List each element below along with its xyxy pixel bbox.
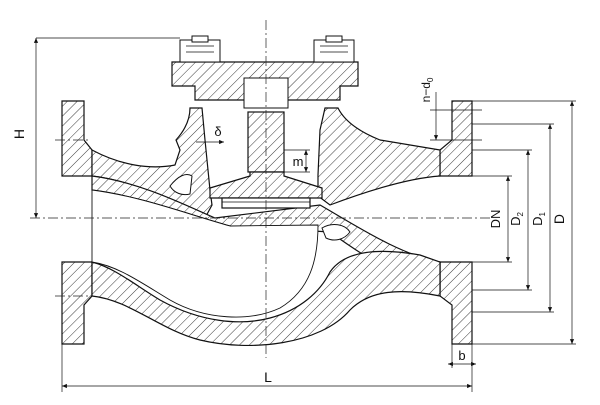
dim-label-m: m (293, 154, 304, 169)
left-bolt (179, 39, 221, 63)
left-flange (61, 100, 93, 177)
right-flange (439, 100, 473, 177)
dim-label-n-d0: n−d0 (419, 77, 435, 102)
dim-label-b: b (458, 348, 465, 363)
dim-label-D2: D2 (508, 212, 525, 226)
body-upper-right-wall (317, 107, 441, 206)
dim-label-D1: D1 (530, 212, 547, 226)
left-flange-lower (61, 261, 93, 345)
dim-label-delta: δ (214, 124, 221, 139)
right-bolt (313, 39, 355, 63)
right-small-cavity (321, 224, 351, 241)
dim-label-L: L (264, 369, 272, 385)
right-flange-lower (439, 261, 473, 345)
dim-label-H: H (11, 129, 27, 139)
dim-label-D: D (551, 214, 567, 224)
left-small-cavity (169, 173, 193, 196)
dim-label-DN: DN (488, 210, 503, 229)
inner-cavity (91, 189, 319, 318)
body-lower-wall (91, 250, 441, 347)
